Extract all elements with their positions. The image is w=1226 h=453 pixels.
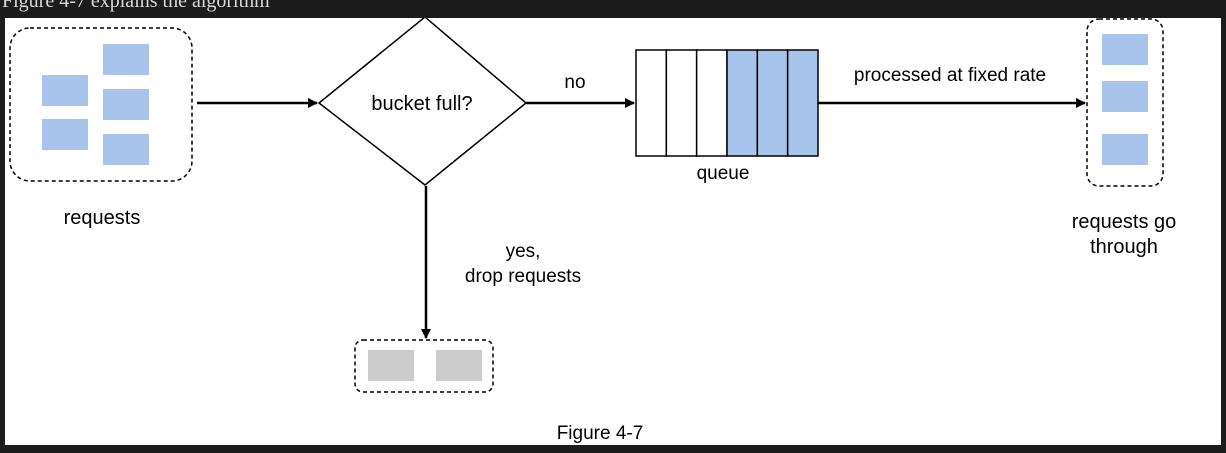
decision-label: bucket full? xyxy=(371,93,472,115)
queue-slot-filled xyxy=(756,49,789,157)
queue-slot-empty xyxy=(695,49,728,157)
requests-out-container xyxy=(1086,18,1164,187)
requests-label: requests xyxy=(64,207,141,229)
requests-out-label-line2: through xyxy=(1090,236,1158,258)
request-block xyxy=(1102,81,1148,112)
queue-node: queue xyxy=(635,49,819,184)
incoming-requests-group: requests xyxy=(9,27,193,229)
queue-slot-filled xyxy=(726,49,759,157)
header-text-strip: Figure 4-7 explains the algorithm xyxy=(0,0,1226,18)
header-text: Figure 4-7 explains the algorithm xyxy=(2,0,270,12)
decision-node: bucket full? xyxy=(317,18,528,186)
decision-diamond xyxy=(317,18,528,186)
edge-processed-label: processed at fixed rate xyxy=(854,65,1046,86)
queue-slot-empty xyxy=(635,49,668,157)
request-block xyxy=(42,75,88,106)
request-block xyxy=(103,44,149,75)
request-block xyxy=(1102,34,1148,65)
diagram-panel: requests bucket full? no queue processed… xyxy=(5,18,1221,445)
queue-slot-empty xyxy=(665,49,698,157)
requests-out-label-line1: requests go xyxy=(1072,211,1177,233)
requests-out-group: requests go through xyxy=(1072,18,1177,258)
leaky-bucket-diagram: requests bucket full? no queue processed… xyxy=(9,18,1177,444)
edge-yes-label-line1: yes, xyxy=(506,241,541,262)
dropped-request-block xyxy=(368,350,414,381)
request-block xyxy=(42,119,88,150)
dropped-requests-group xyxy=(354,339,494,393)
edge-yes-label-line2: drop requests xyxy=(465,266,581,287)
dropped-request-block xyxy=(436,350,482,381)
incoming-requests-container xyxy=(9,27,193,182)
queue-label: queue xyxy=(697,163,750,184)
figure-caption: Figure 4-7 xyxy=(557,423,644,444)
edge-no-label: no xyxy=(564,72,585,93)
queue-slot-filled xyxy=(786,49,819,157)
request-block xyxy=(103,89,149,120)
request-block xyxy=(103,134,149,165)
queue-slots xyxy=(635,49,819,157)
request-block xyxy=(1102,134,1148,165)
